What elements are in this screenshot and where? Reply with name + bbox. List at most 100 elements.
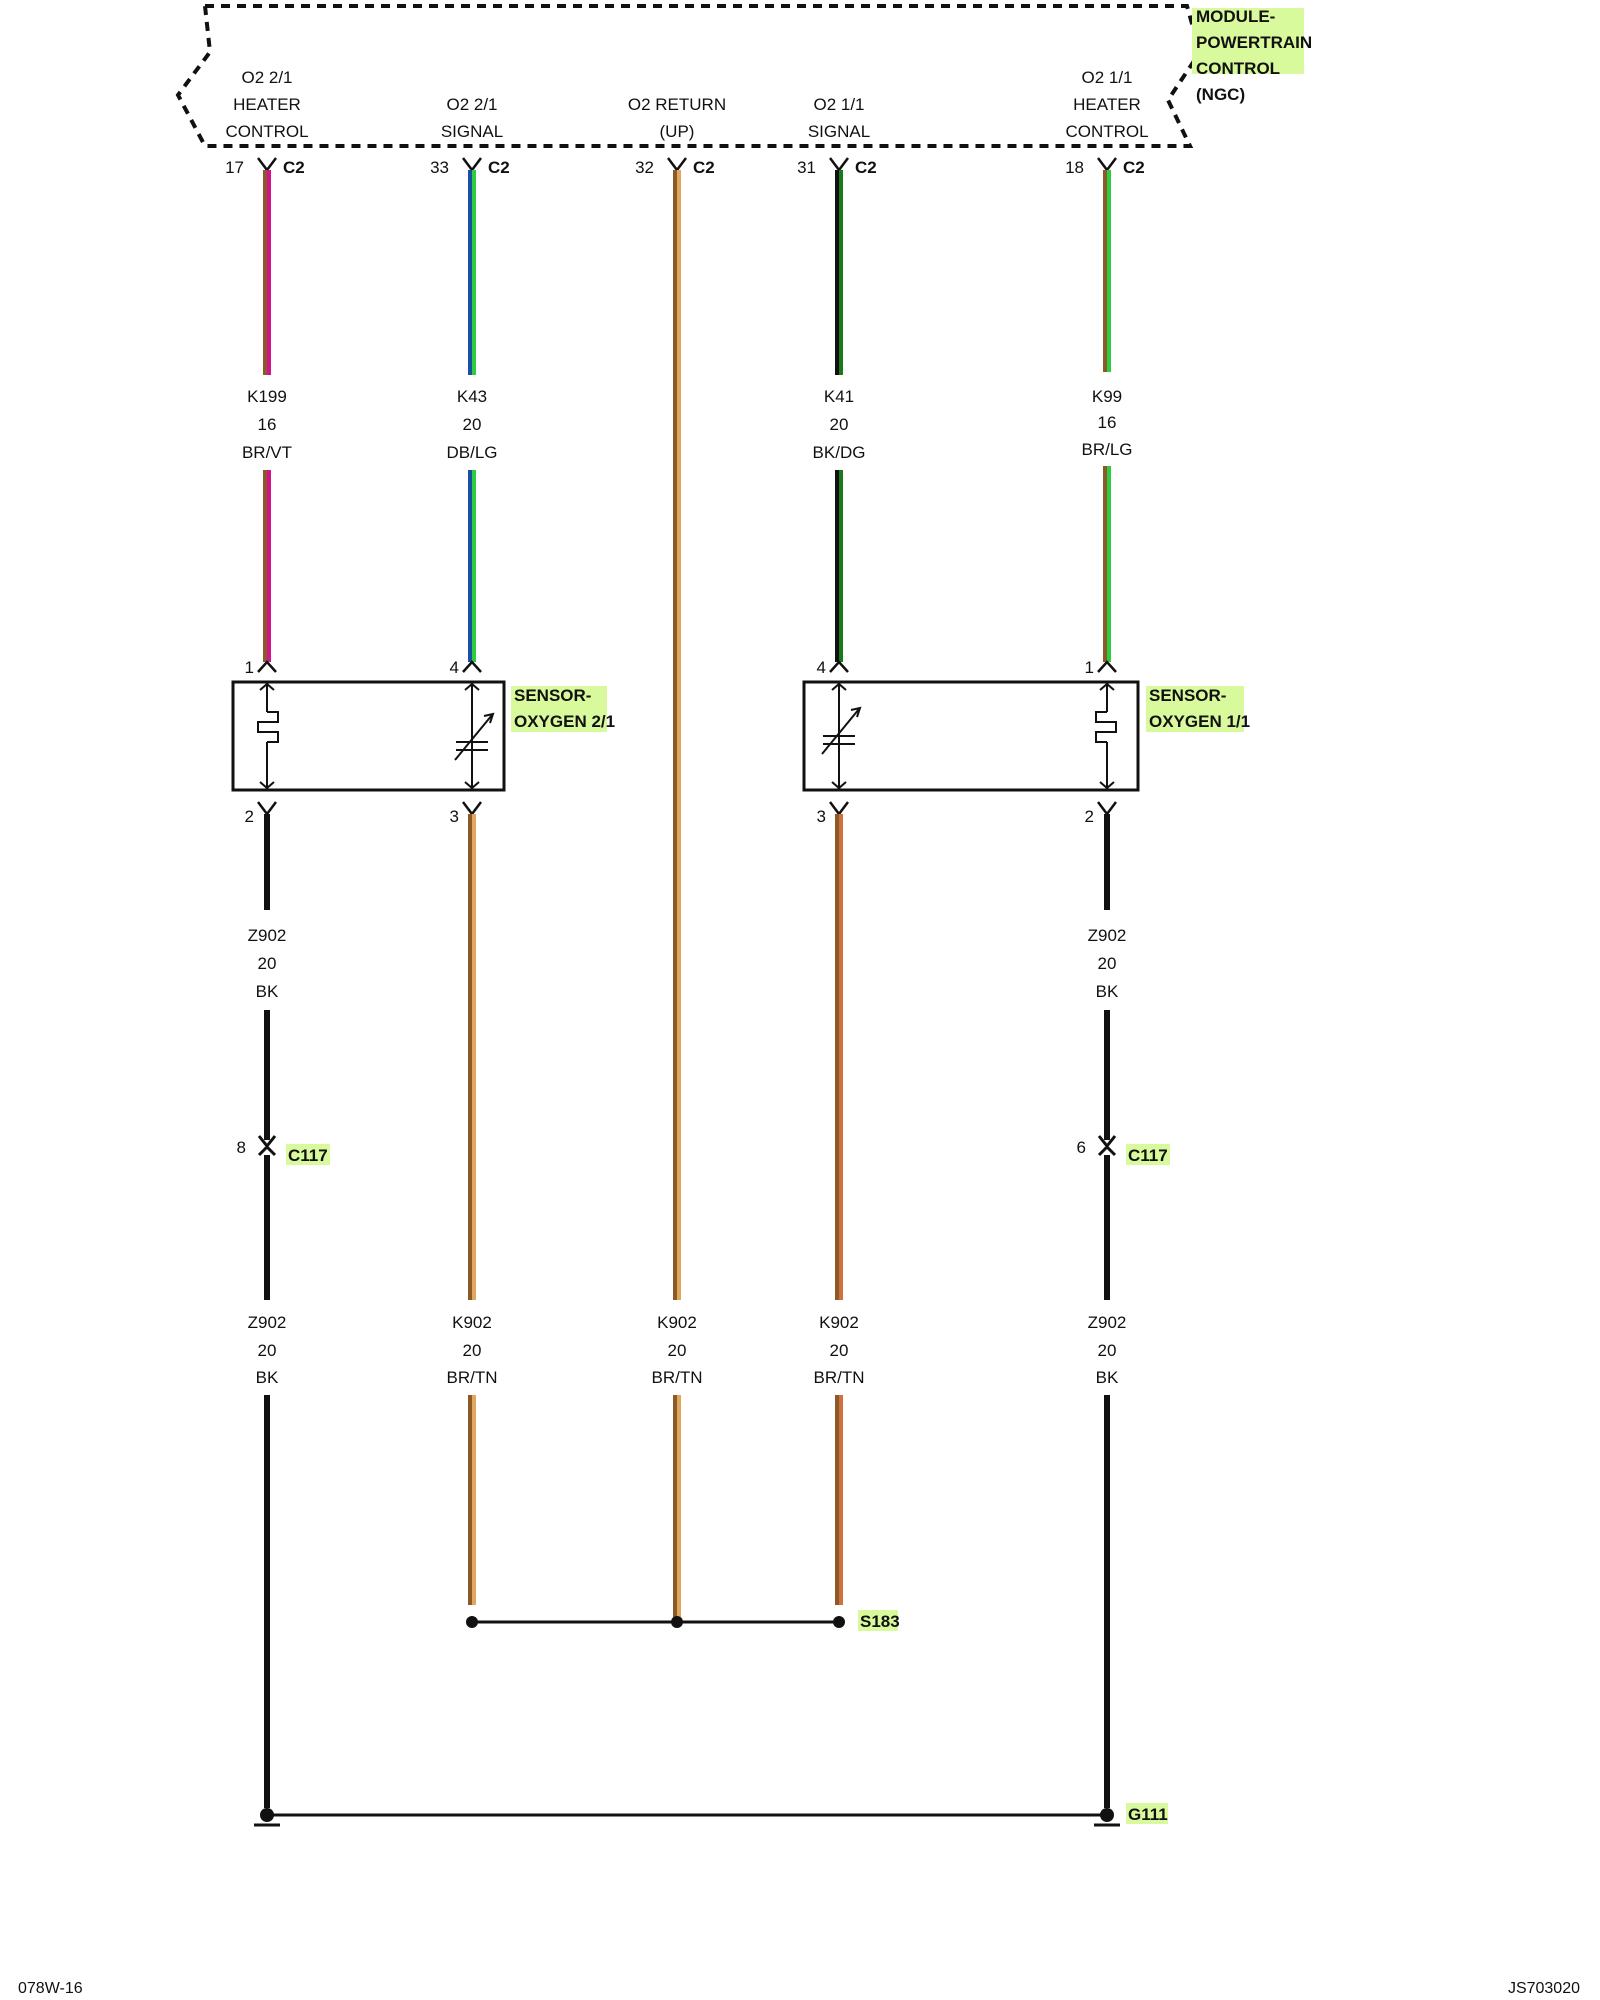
wire-k902-right: [835, 814, 843, 1605]
svg-text:C117: C117: [288, 1146, 328, 1165]
variable-resistor-icon: [454, 682, 495, 790]
svg-text:4: 4: [817, 658, 826, 677]
wire-label-z902-left-lower: Z902 20 BK: [248, 1313, 287, 1387]
connector-c117-right: 6 C117: [1077, 1135, 1170, 1165]
wire-k43: [468, 170, 476, 662]
svg-text:SIGNAL: SIGNAL: [808, 122, 870, 141]
svg-text:33: 33: [430, 158, 449, 177]
svg-text:BK: BK: [256, 982, 279, 1001]
svg-text:BR/VT: BR/VT: [242, 443, 292, 462]
svg-text:16: 16: [1098, 413, 1117, 432]
svg-text:3: 3: [817, 807, 826, 826]
svg-text:K43: K43: [457, 387, 487, 406]
sensor-2-1-name-line-1: SENSOR-: [514, 686, 591, 705]
svg-text:SIGNAL: SIGNAL: [441, 122, 503, 141]
wire-label-z902-left-upper: Z902 20 BK: [248, 926, 287, 1001]
heater-element-icon: [1095, 682, 1117, 790]
svg-text:C2: C2: [488, 158, 510, 177]
footer-left-code: 078W-16: [18, 1980, 83, 1997]
svg-text:1: 1: [1085, 658, 1094, 677]
sensor-2-1-name-highlight: [511, 686, 607, 732]
svg-text:16: 16: [258, 415, 277, 434]
pin-function-o2-21-signal: O2 2/1 SIGNAL: [441, 95, 503, 141]
wire-label-k43: K43 20 DB/LG: [446, 387, 497, 462]
svg-text:31: 31: [797, 158, 816, 177]
wire-label-k902-right: K902 20 BR/TN: [814, 1313, 865, 1387]
sensor-2-1-name-line-2: OXYGEN 2/1: [514, 712, 615, 731]
svg-text:K99: K99: [1092, 387, 1122, 406]
svg-text:DB/LG: DB/LG: [446, 443, 497, 462]
svg-text:20: 20: [463, 415, 482, 434]
svg-text:3: 3: [450, 807, 459, 826]
svg-text:K902: K902: [452, 1313, 492, 1332]
svg-text:K199: K199: [247, 387, 287, 406]
svg-text:20: 20: [830, 415, 849, 434]
svg-text:(UP): (UP): [660, 122, 695, 141]
svg-text:20: 20: [1098, 1341, 1117, 1360]
svg-text:Z902: Z902: [248, 1313, 287, 1332]
footer-right-code: JS703020: [1507, 1980, 1580, 1997]
svg-text:BR/TN: BR/TN: [652, 1368, 703, 1387]
pin-function-o2-return: O2 RETURN (UP): [628, 95, 726, 141]
sensor-oxygen-1-1: 4 1 3 2: [802, 658, 1140, 826]
svg-text:20: 20: [830, 1341, 849, 1360]
svg-text:BK: BK: [1096, 1368, 1119, 1387]
pin-function-o2-11-heater: O2 1/1 HEATER CONTROL: [1065, 68, 1148, 141]
svg-text:17: 17: [225, 158, 244, 177]
svg-text:O2 1/1: O2 1/1: [1081, 68, 1132, 87]
svg-text:BR/LG: BR/LG: [1081, 440, 1132, 459]
svg-text:K41: K41: [824, 387, 854, 406]
svg-text:O2 RETURN: O2 RETURN: [628, 95, 726, 114]
sensor-1-1-name-highlight: [1146, 686, 1244, 732]
module-name-line-3: CONTROL: [1196, 59, 1280, 78]
module-pin-31: 31 C2: [797, 157, 877, 177]
svg-text:2: 2: [1085, 807, 1094, 826]
pin-function-o2-11-signal: O2 1/1 SIGNAL: [808, 95, 870, 141]
wire-k99: [1103, 170, 1111, 662]
module-pin-33: 33 C2: [430, 157, 510, 177]
wire-k41: [835, 170, 843, 662]
module-sub: (NGC): [1196, 85, 1245, 104]
svg-text:C2: C2: [855, 158, 877, 177]
svg-text:BK: BK: [1096, 982, 1119, 1001]
svg-text:8: 8: [237, 1138, 246, 1157]
svg-text:C2: C2: [283, 158, 305, 177]
svg-text:32: 32: [635, 158, 654, 177]
module-name-line-1: MODULE-: [1196, 7, 1275, 26]
module-name-highlight: [1192, 8, 1304, 74]
heater-element-icon: [257, 682, 279, 790]
module-name-line-2: POWERTRAIN: [1196, 33, 1312, 52]
svg-text:HEATER: HEATER: [1073, 95, 1141, 114]
connector-c117-left: 8 C117: [237, 1135, 330, 1165]
svg-text:20: 20: [668, 1341, 687, 1360]
svg-text:Z902: Z902: [248, 926, 287, 945]
wire-label-k41: K41 20 BK/DG: [813, 387, 866, 462]
svg-text:20: 20: [258, 1341, 277, 1360]
splice-s183: S183: [466, 1610, 900, 1631]
sensor-oxygen-2-1: 1 4 2 3: [231, 658, 506, 826]
svg-text:O2 1/1: O2 1/1: [813, 95, 864, 114]
svg-text:CONTROL: CONTROL: [1065, 122, 1148, 141]
svg-text:20: 20: [463, 1341, 482, 1360]
svg-text:C117: C117: [1128, 1146, 1168, 1165]
svg-text:Z902: Z902: [1088, 926, 1127, 945]
svg-text:C2: C2: [693, 158, 715, 177]
wire-label-z902-right-lower: Z902 20 BK: [1088, 1313, 1127, 1387]
svg-text:2: 2: [245, 807, 254, 826]
module-outline: [175, 4, 1203, 148]
ground-g111: G111: [254, 1803, 1168, 1827]
svg-text:CONTROL: CONTROL: [225, 122, 308, 141]
wire-k199: [263, 170, 271, 662]
svg-text:C2: C2: [1123, 158, 1145, 177]
svg-text:20: 20: [1098, 954, 1117, 973]
svg-text:HEATER: HEATER: [233, 95, 301, 114]
svg-text:K902: K902: [819, 1313, 859, 1332]
wire-label-k902-left: K902 20 BR/TN: [447, 1313, 498, 1387]
wire-label-z902-right-upper: Z902 20 BK: [1088, 926, 1127, 1001]
svg-text:BK/DG: BK/DG: [813, 443, 866, 462]
module-pin-18: 18 C2: [1065, 157, 1145, 177]
pin-function-o2-21-heater: O2 2/1 HEATER CONTROL: [225, 68, 308, 141]
svg-text:G111: G111: [1128, 1805, 1168, 1824]
wire-k902-return: [673, 170, 681, 1620]
